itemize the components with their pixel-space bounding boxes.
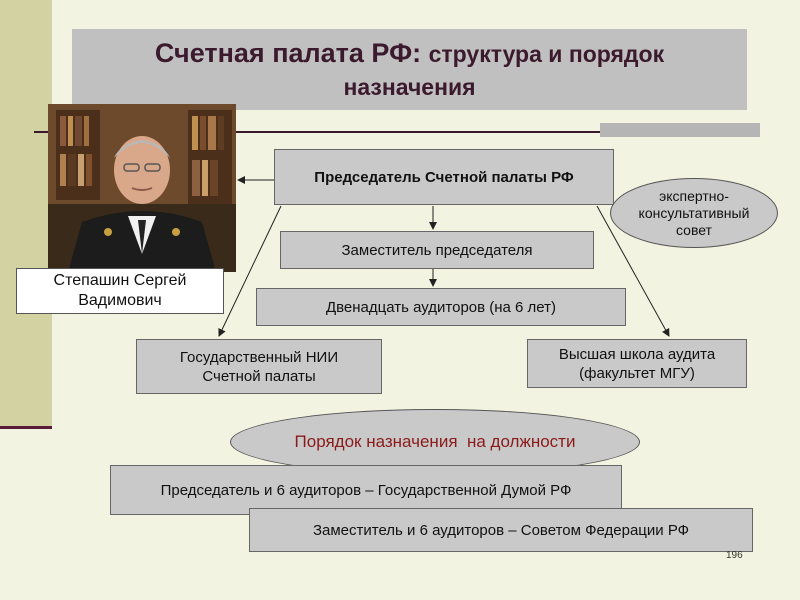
arrow-to-school [596,205,670,337]
council-appointment-box: Заместитель и 6 аудиторов – Советом Феде… [249,508,753,552]
title-bold: Счетная палата РФ: [154,37,422,68]
deputy-label: Заместитель председателя [341,241,533,259]
title-divider-block [600,123,760,137]
title-divider-left [34,131,600,133]
left-band-underline [0,426,52,429]
left-decorative-band [0,0,52,428]
institute-label: Государственный НИИ Счетной палаты [179,348,339,385]
appointment-heading: Порядок назначения на должности [294,432,576,451]
deputy-box: Заместитель председателя [280,231,594,269]
institute-box: Государственный НИИ Счетной палаты [136,339,382,394]
duma-appointment-label: Председатель и 6 аудиторов – Государстве… [160,481,572,499]
arrow-to-institute [218,205,282,337]
page-number: 196 [726,550,743,561]
council-appointment-label: Заместитель и 6 аудиторов – Советом Феде… [312,521,690,539]
portrait-photo [48,104,236,272]
council-label: экспертно-консультативный совет [638,187,750,238]
chairman-label: Председатель Счетной палаты РФ [314,168,574,186]
auditors-box: Двенадцать аудиторов (на 6 лет) [256,288,626,326]
title-box: Счетная палата РФ: структура и порядок н… [72,29,747,110]
portrait-illustration [48,104,236,272]
person-name: Степашин Сергей Вадимович [53,272,187,309]
school-label: Высшая школа аудита (факультет МГУ) [558,345,716,382]
slide-title: Счетная палата РФ: структура и порядок н… [155,37,664,103]
title-rest: структура и порядок [428,40,665,67]
title-line2: назначения [343,73,476,100]
appointment-heading-ellipse: Порядок назначения на должности [230,409,640,475]
council-ellipse: экспертно-консультативный совет [610,178,778,248]
chairman-box: Председатель Счетной палаты РФ [274,149,614,205]
school-box: Высшая школа аудита (факультет МГУ) [527,339,747,388]
duma-appointment-box: Председатель и 6 аудиторов – Государстве… [110,465,622,515]
person-name-box: Степашин Сергей Вадимович [16,268,224,314]
auditors-label: Двенадцать аудиторов (на 6 лет) [325,298,557,316]
